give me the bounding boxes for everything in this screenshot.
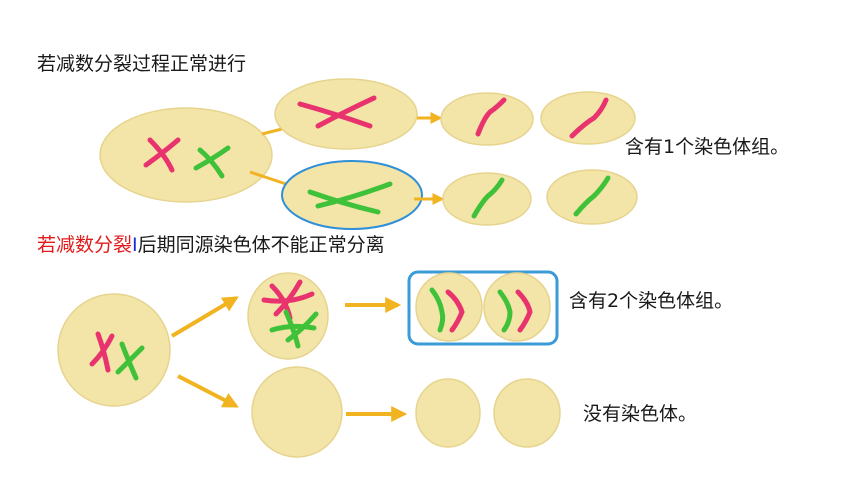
pink-chromosome-pair <box>143 137 181 173</box>
abnormal-meiosis-title: 若减数分裂Ⅰ后期同源染色体不能正常分离 <box>37 236 385 255</box>
green-chromosome-pair <box>193 145 231 179</box>
green-tetrad <box>269 309 319 349</box>
green-chromosome-pair <box>115 341 145 381</box>
normal-meiosis-title: 若减数分裂过程正常进行 <box>37 53 247 75</box>
gamete-pink-1 <box>440 92 534 146</box>
pink-chromosome-pair <box>89 331 115 373</box>
top-parent-cell <box>99 107 273 203</box>
abnormal-title-part1: 若减数分裂 <box>37 234 133 256</box>
abnormal-title-part2: 后期同源染色体不能正常分离 <box>137 234 385 256</box>
bottom-parent-cell <box>57 293 171 407</box>
label-no-chromosomes: 没有染色体。 <box>583 403 698 425</box>
bottom-arrow-up <box>170 296 239 338</box>
top-daughter-cell-pink <box>274 78 418 150</box>
abnormal-title-roman: Ⅰ <box>132 234 138 256</box>
gamete-green-2 <box>546 169 638 225</box>
green-tetrad <box>307 181 393 215</box>
gamete-empty-1 <box>415 378 481 448</box>
bottom-daughter-cell-with-chromosomes <box>247 272 329 360</box>
bottom-arrow-down <box>177 374 239 408</box>
gamete-green-1 <box>442 172 532 226</box>
gamete-empty-2 <box>493 378 561 448</box>
gamete-two-sets-2 <box>483 272 551 342</box>
label-two-chromosome-sets: 含有2个染色体组。 <box>569 290 734 312</box>
label-one-chromosome-set: 含有1个染色体组。 <box>625 136 790 158</box>
bottom-daughter-cell-empty <box>251 366 343 458</box>
two-chromosome-set-highlight-box <box>407 270 559 346</box>
pink-tetrad <box>297 95 377 129</box>
gamete-pink-2 <box>540 91 636 145</box>
gamete-two-sets-1 <box>415 272 483 342</box>
top-daughter-cell-green <box>281 160 423 230</box>
